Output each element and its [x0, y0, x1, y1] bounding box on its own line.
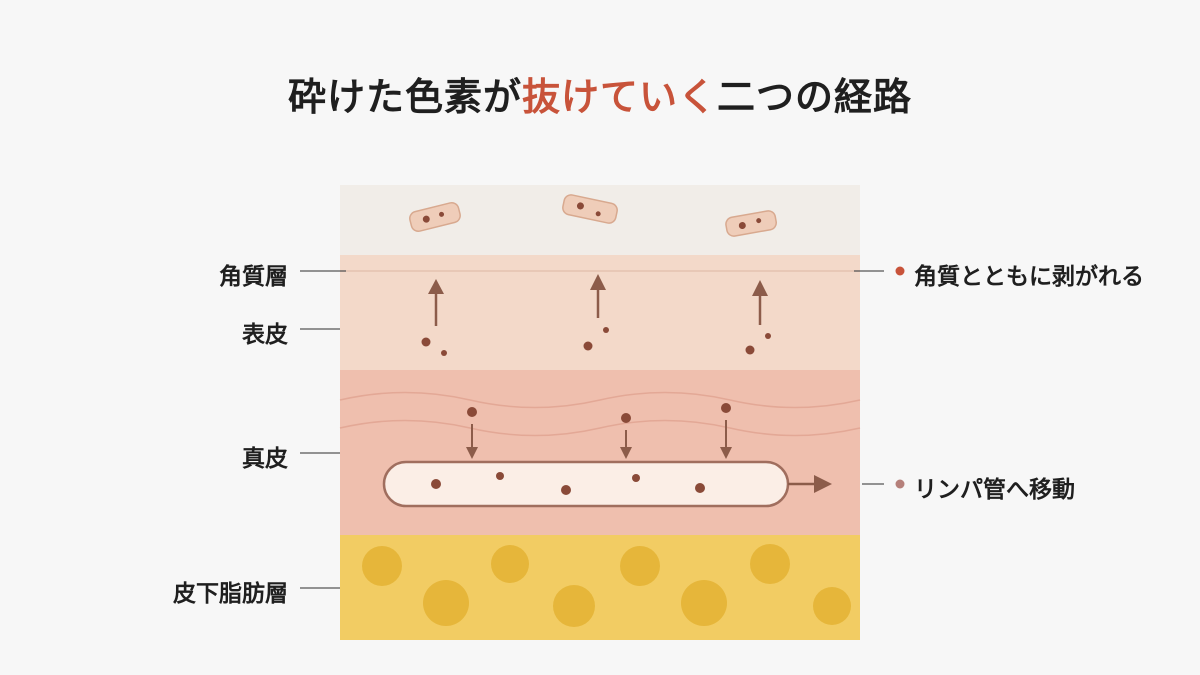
arrow-right-icon [788, 475, 832, 493]
shed-dot-icon [895, 266, 905, 276]
dermis-wave-1 [339, 391, 861, 409]
title-part1: 砕けた色素が [287, 75, 522, 119]
lymph-dot-icon [895, 479, 905, 489]
pigment-particle-icon [738, 222, 746, 230]
pigment-particle-icon [695, 483, 705, 493]
pigment-particle-icon [745, 345, 755, 355]
fat-cell-icon [620, 546, 660, 586]
arrow-up-icon [428, 279, 444, 294]
pigment-particle-icon [721, 403, 731, 413]
label-lymph-pathway: リンパ管へ移動 [914, 477, 1075, 503]
arrow-up-icon [752, 280, 768, 296]
dermis-wave-2 [339, 419, 861, 437]
shed-flake [725, 210, 777, 237]
upward-path-3 [745, 280, 771, 355]
shed-flake [562, 194, 618, 224]
downward-path-2 [620, 413, 632, 459]
pigment-particle-icon [576, 202, 584, 210]
arrow-down-icon [720, 447, 732, 459]
pigment-particle-icon [561, 485, 571, 495]
pigment-particle-icon [439, 211, 445, 217]
pigment-particle-icon [431, 479, 441, 489]
label-subcutaneous: 皮下脂肪層 [173, 581, 288, 607]
label-stratum-corneum: 角質層 [219, 264, 288, 290]
fat-cell-icon [750, 544, 790, 584]
pigment-particle-icon [496, 472, 504, 480]
fat-cell-icon [681, 580, 727, 626]
pigment-particle-icon [603, 327, 609, 333]
pigment-particle-icon [441, 350, 447, 356]
lymph-vessel-icon [382, 460, 790, 508]
title-highlight: 抜けていく [521, 75, 717, 119]
label-shed-pathway: 角質とともに剥がれる [914, 264, 1144, 290]
fat-cell-icon [553, 585, 595, 627]
pigment-particle-icon [421, 337, 431, 347]
fat-cell-icon [423, 580, 469, 626]
pigment-particle-icon [621, 413, 631, 423]
title-part2: 二つの経路 [717, 75, 913, 119]
arrow-down-icon [466, 447, 478, 459]
pigment-particle-icon [595, 211, 601, 217]
fat-cell-icon [813, 587, 851, 625]
pigment-particle-icon [632, 474, 640, 482]
page-title: 砕けた色素が抜けていく二つの経路 [0, 66, 1200, 121]
pigment-particle-icon [765, 333, 771, 339]
downward-path-3 [720, 403, 732, 459]
pigment-particle-icon [583, 341, 593, 351]
arrow-down-icon [620, 447, 632, 459]
fat-cell-icon [491, 545, 529, 583]
epidermis-layer [340, 255, 860, 370]
fat-cells [362, 544, 851, 627]
fat-cell-icon [362, 546, 402, 586]
pigment-particle-icon [422, 215, 430, 223]
upward-path-1 [421, 279, 447, 356]
upward-path-2 [583, 274, 609, 351]
pigment-particle-icon [467, 407, 477, 417]
dermis-layer [340, 370, 860, 535]
arrow-up-icon [590, 274, 606, 290]
pigment-particle-icon [756, 218, 762, 224]
label-epidermis: 表皮 [242, 322, 288, 348]
downward-path-1 [466, 407, 478, 459]
shed-flake [409, 201, 461, 233]
label-dermis: 真皮 [242, 446, 288, 472]
